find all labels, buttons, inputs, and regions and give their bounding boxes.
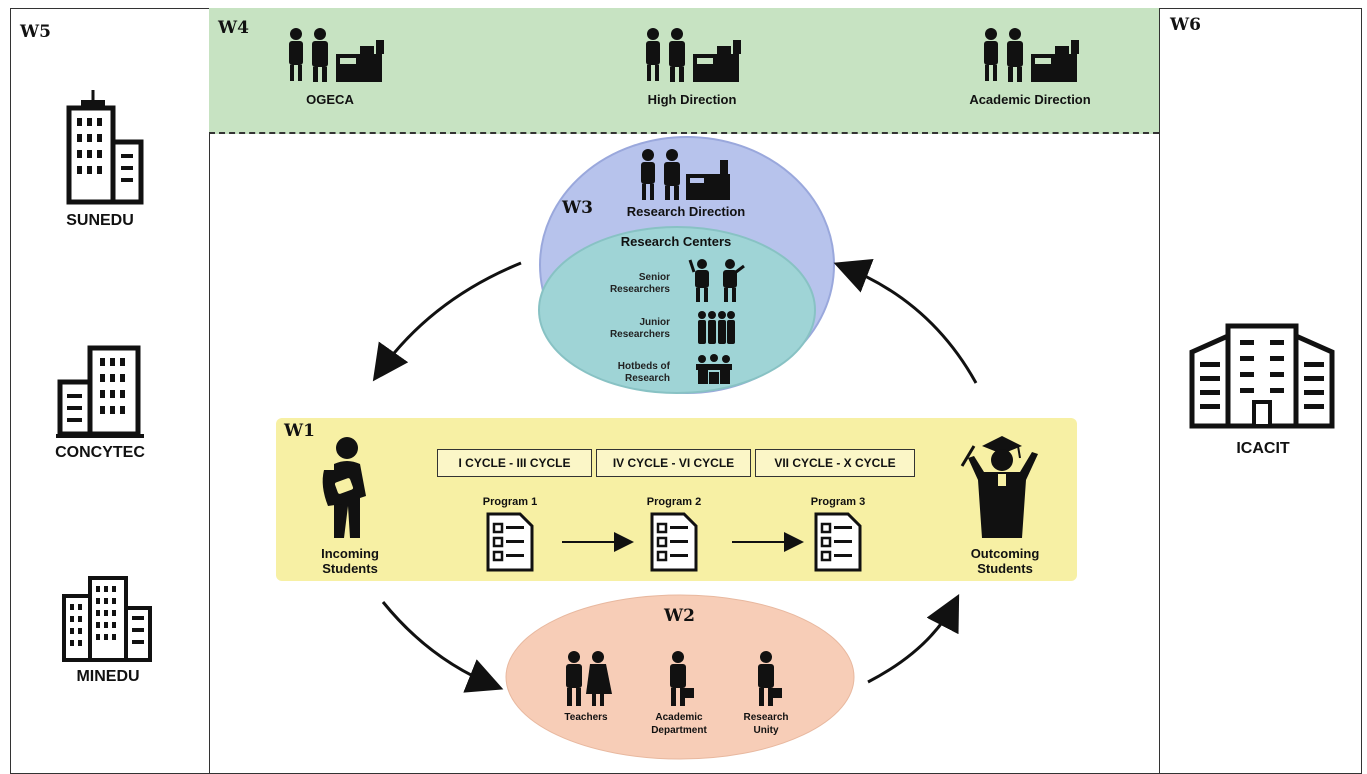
- hotbeds-label: Hotbeds of Research: [580, 361, 670, 385]
- label-line: Research: [743, 712, 789, 723]
- student-icon: [322, 437, 366, 538]
- office-staff-icon: [289, 28, 384, 82]
- office-label: Academic Direction: [969, 92, 1091, 107]
- group-line: Hotbeds of: [617, 361, 670, 372]
- checklist-icon: [814, 512, 862, 572]
- label-line: Incoming: [321, 546, 379, 561]
- w6-tag: W6: [1170, 15, 1201, 35]
- institution-icacit: ICACIT: [1188, 322, 1338, 472]
- w5-tag: W5: [20, 22, 51, 42]
- building-icon: [62, 576, 152, 662]
- program-label: Program 1: [482, 496, 538, 508]
- group-line: Senior: [638, 272, 670, 283]
- cycle-box-1: I CYCLE - III CYCLE: [437, 449, 592, 477]
- institution-concytec: CONCYTEC: [50, 340, 160, 470]
- arrow-out-to-w3-icon: [833, 258, 978, 384]
- junior-researchers-icon: [698, 311, 735, 344]
- academic-department-label: Academic Department: [639, 711, 719, 737]
- research-direction-label: Research Direction: [626, 204, 746, 219]
- arrow-w1-to-w2-icon: [381, 601, 504, 693]
- hotbeds-icon: [696, 354, 732, 384]
- group-line: Junior: [639, 317, 670, 328]
- label-line: Students: [977, 561, 1033, 576]
- w1-tag: W1: [284, 421, 315, 441]
- label-line: Department: [651, 725, 707, 736]
- label-line: Unity: [753, 725, 779, 736]
- office-ogeca: OGECA: [280, 26, 400, 116]
- label-line: Academic: [655, 712, 703, 723]
- teachers-label: Teachers: [546, 711, 626, 724]
- institution-label: ICACIT: [1236, 440, 1290, 457]
- research-centers-label: Research Centers: [620, 234, 732, 249]
- junior-researchers-label: Junior Researchers: [580, 317, 670, 341]
- institution-minedu: MINEDU: [58, 574, 158, 694]
- office-label: High Direction: [647, 92, 737, 107]
- research-unity-label: Research Unity: [726, 711, 806, 737]
- teachers-icon: [566, 651, 612, 706]
- institution-sunedu: SUNEDU: [55, 88, 155, 238]
- w5-divider: [209, 8, 210, 774]
- office-high-direction: High Direction: [637, 26, 757, 116]
- group-line: Researchers: [609, 284, 670, 295]
- label-line: Outcoming: [970, 546, 1040, 561]
- graduate-icon: [960, 436, 1038, 538]
- institution-label: CONCYTEC: [55, 444, 145, 461]
- senior-researchers-icon: [688, 259, 745, 302]
- label-line: Students: [322, 561, 378, 576]
- group-line: Researchers: [609, 329, 670, 340]
- w2-tag: W2: [664, 606, 695, 626]
- building-icon: [66, 90, 144, 205]
- w6-divider: [1159, 8, 1160, 774]
- arrow-w3-to-w1-icon: [372, 261, 522, 382]
- w4-tag: W4: [218, 18, 249, 38]
- institution-label: SUNEDU: [66, 212, 134, 229]
- incoming-students-label: Incoming Students: [300, 546, 400, 576]
- office-staff-icon: [641, 149, 730, 200]
- cycle-box-2: IV CYCLE - VI CYCLE: [596, 449, 751, 477]
- group-line: Research: [624, 373, 670, 384]
- senior-researchers-label: Senior Researchers: [580, 272, 670, 296]
- program-label: Program 2: [646, 496, 702, 508]
- w3-tag: W3: [562, 198, 593, 218]
- arrow-w2-to-out-icon: [867, 594, 960, 684]
- institution-label: MINEDU: [76, 668, 140, 685]
- cycle-box-3: VII CYCLE - X CYCLE: [755, 449, 915, 477]
- checklist-icon: [650, 512, 698, 572]
- program-label: Program 3: [810, 496, 866, 508]
- building-icon: [1189, 323, 1335, 429]
- office-label: OGECA: [306, 92, 354, 107]
- office-staff-icon: [646, 28, 741, 82]
- academic-department-icon: [670, 651, 694, 706]
- outcoming-students-label: Outcoming Students: [950, 546, 1060, 576]
- checklist-icon: [486, 512, 534, 572]
- label-line: Teachers: [564, 712, 608, 723]
- building-icon: [56, 345, 144, 438]
- research-unity-icon: [758, 651, 782, 706]
- office-staff-icon: [984, 28, 1079, 82]
- office-academic-direction: Academic Direction: [969, 26, 1095, 116]
